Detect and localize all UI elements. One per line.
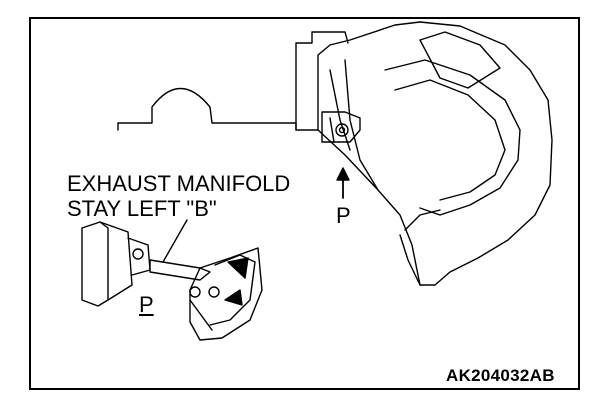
detail-view-label: P [139, 292, 154, 317]
engine-block-outline [117, 31, 349, 131]
figure-code: AK204032AB [446, 366, 555, 385]
part-label-line2: STAY LEFT "B" [67, 196, 217, 221]
figure-frame [29, 17, 580, 390]
leader-line [162, 219, 188, 263]
view-arrow [336, 167, 350, 199]
detail-view-p [81, 221, 263, 341]
view-arrow-label: P [336, 203, 351, 228]
exhaust-manifold-main [317, 21, 553, 286]
manifold-stay-right [321, 111, 361, 143]
part-label-line1: EXHAUST MANIFOLD [67, 171, 291, 196]
